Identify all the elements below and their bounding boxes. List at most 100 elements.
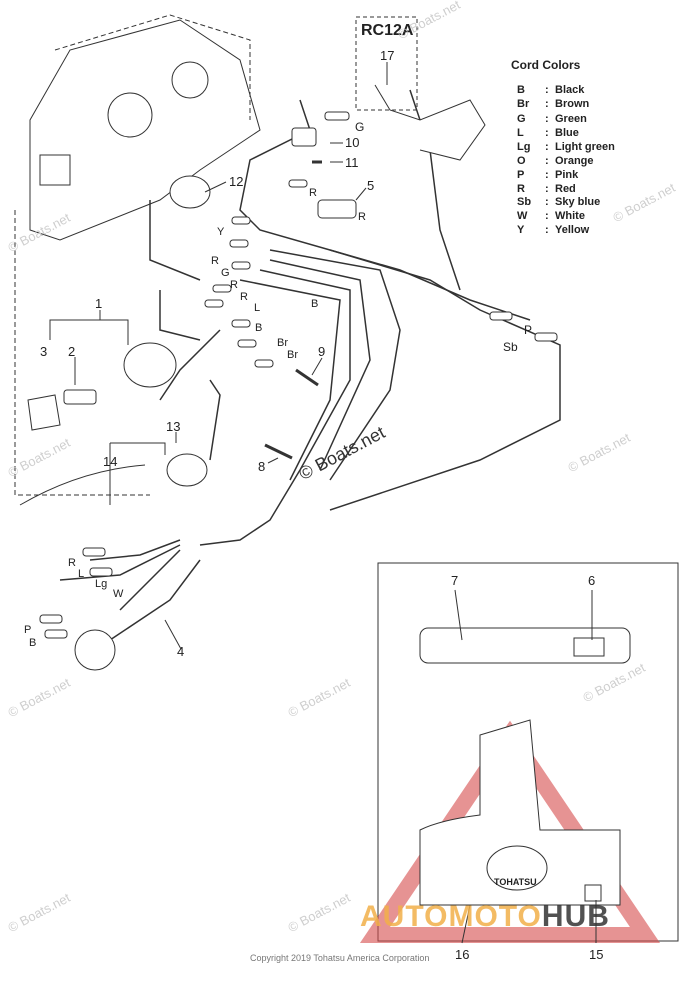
- part-shapes: [19, 84, 631, 906]
- wire-label-lg: Lg: [95, 578, 108, 590]
- cord-code: P: [517, 169, 525, 181]
- part-13-stop-switch: [166, 453, 208, 487]
- cord-color-name: Red: [555, 183, 576, 195]
- cord-code: L: [517, 127, 524, 139]
- cord-code: Y: [517, 224, 525, 236]
- cord-color-name: Light green: [555, 141, 615, 153]
- part-number-15: 15: [589, 947, 604, 962]
- part-number-6: 6: [588, 573, 596, 588]
- wire-label-r: R: [68, 557, 76, 569]
- copyright: Copyright 2019 Tohatsu America Corporati…: [250, 953, 430, 963]
- part-9-clip: [295, 368, 319, 387]
- tohatsu-emblem: [486, 845, 548, 891]
- cord-color-name: Brown: [555, 98, 590, 110]
- part-number-17: 17: [380, 48, 395, 63]
- part-number-1: 1: [95, 296, 103, 311]
- cord-code: Lg: [517, 141, 531, 153]
- cord-color-name: Orange: [555, 155, 594, 167]
- cord-color-name: Sky blue: [555, 196, 601, 208]
- part-number-11: 11: [345, 155, 359, 170]
- cord-color-row: R:Red: [517, 183, 576, 195]
- cord-code: R: [517, 183, 525, 195]
- wire-label-b: B: [311, 298, 319, 310]
- part-8-clip: [264, 443, 293, 460]
- part-number-5: 5: [367, 178, 375, 193]
- wire-label-g: G: [355, 120, 365, 134]
- wire-label-b: B: [255, 322, 263, 334]
- cord-color-name: Black: [555, 84, 585, 96]
- cord-colors-title: Cord Colors: [511, 58, 581, 72]
- part-17-control-handle: [374, 84, 486, 161]
- part-5-connector-block: [317, 199, 357, 219]
- wire-label-b: B: [29, 637, 37, 649]
- wire-label-p: P: [24, 624, 32, 636]
- cord-color-name: Pink: [555, 169, 579, 181]
- cord-color-name: Yellow: [555, 224, 590, 236]
- wire-label-r: R: [358, 211, 366, 223]
- wire-label-sb: Sb: [503, 340, 518, 354]
- wire-label-p: P: [524, 323, 533, 337]
- part-number-7: 7: [451, 573, 459, 588]
- part-10-switch: [291, 127, 317, 147]
- part-15-cap: [584, 884, 602, 902]
- part-3-cap: [27, 394, 61, 431]
- dashboard-housing: [29, 19, 261, 241]
- cord-color-row: G:Green: [517, 113, 587, 125]
- part-12-buzzer: [169, 175, 211, 209]
- site-watermark: AUTOMOTOHUB: [360, 900, 610, 934]
- part-14-lanyard: [19, 464, 146, 506]
- cord-code: B: [517, 84, 525, 96]
- engine-outline: [14, 14, 251, 496]
- leader-lines: [49, 62, 597, 944]
- wire-label-l: L: [254, 302, 261, 314]
- cord-color-row: L:Blue: [517, 127, 579, 139]
- part-16-control-box: [419, 719, 621, 906]
- part-number-12: 12: [229, 174, 244, 189]
- wire-label-g: G: [221, 267, 230, 279]
- site-watermark-left: AUTOMOTO: [360, 900, 542, 933]
- site-watermark-right: HUB: [541, 900, 610, 933]
- wire-label-r: R: [230, 279, 238, 291]
- part-2-key: [63, 389, 97, 405]
- cord-color-name: Blue: [555, 127, 579, 139]
- model-code: RC12A: [361, 22, 414, 39]
- cord-code: O: [517, 155, 526, 167]
- part-4-plug: [74, 629, 116, 671]
- cord-code: Sb: [517, 196, 532, 208]
- part-number-3: 3: [40, 344, 48, 359]
- cord-color-row: B:Black: [517, 84, 585, 96]
- wire-bundle: [59, 89, 561, 641]
- part-number-4: 4: [177, 644, 185, 659]
- part-6-button: [573, 637, 605, 657]
- cord-color-row: O:Orange: [517, 155, 594, 167]
- part-number-16: 16: [455, 947, 470, 962]
- wire-label-w: W: [113, 588, 124, 600]
- wire-label-r: R: [309, 187, 317, 199]
- part-number-9: 9: [318, 344, 326, 359]
- cord-color-row: Br:Brown: [517, 98, 590, 110]
- cord-color-row: Y:Yellow: [517, 224, 590, 236]
- cord-code: W: [517, 210, 528, 222]
- cord-color-name: White: [555, 210, 585, 222]
- wire-label-br: Br: [277, 337, 288, 349]
- wire-label-y: Y: [217, 226, 225, 238]
- connectors: [39, 111, 558, 639]
- part-1-main-switch: [123, 342, 177, 388]
- wire-label-l: L: [78, 568, 85, 580]
- tohatsu-logo: TOHATSU: [494, 877, 537, 887]
- cord-color-row: Lg:Light green: [517, 141, 615, 153]
- cord-color-row: Sb:Sky blue: [517, 196, 601, 208]
- cord-color-name: Green: [555, 113, 587, 125]
- cord-code: Br: [517, 98, 530, 110]
- cord-color-row: W:White: [517, 210, 585, 222]
- part-number-13: 13: [166, 419, 181, 434]
- part-number-8: 8: [258, 459, 266, 474]
- cord-color-row: P:Pink: [517, 169, 579, 181]
- part-number-2: 2: [68, 344, 76, 359]
- wire-label-br: Br: [287, 349, 298, 361]
- wire-label-r: R: [240, 291, 248, 303]
- cord-code: G: [517, 113, 526, 125]
- wire-label-r: R: [211, 255, 219, 267]
- rc12a-dashed-box: [355, 16, 418, 111]
